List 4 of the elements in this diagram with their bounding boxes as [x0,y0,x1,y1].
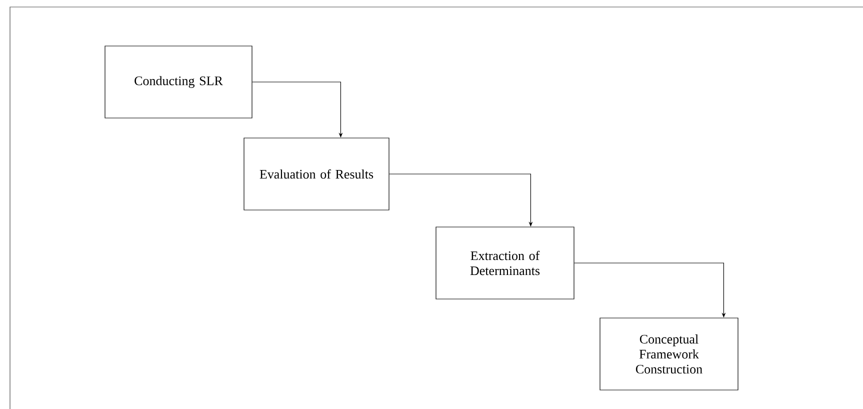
process-box: Conceptual Framework Construction [600,318,738,390]
process-box: Evaluation of Results [244,138,390,210]
process-box: Conducting SLR [104,46,252,118]
process-box: Extraction of Determinants [436,226,574,300]
